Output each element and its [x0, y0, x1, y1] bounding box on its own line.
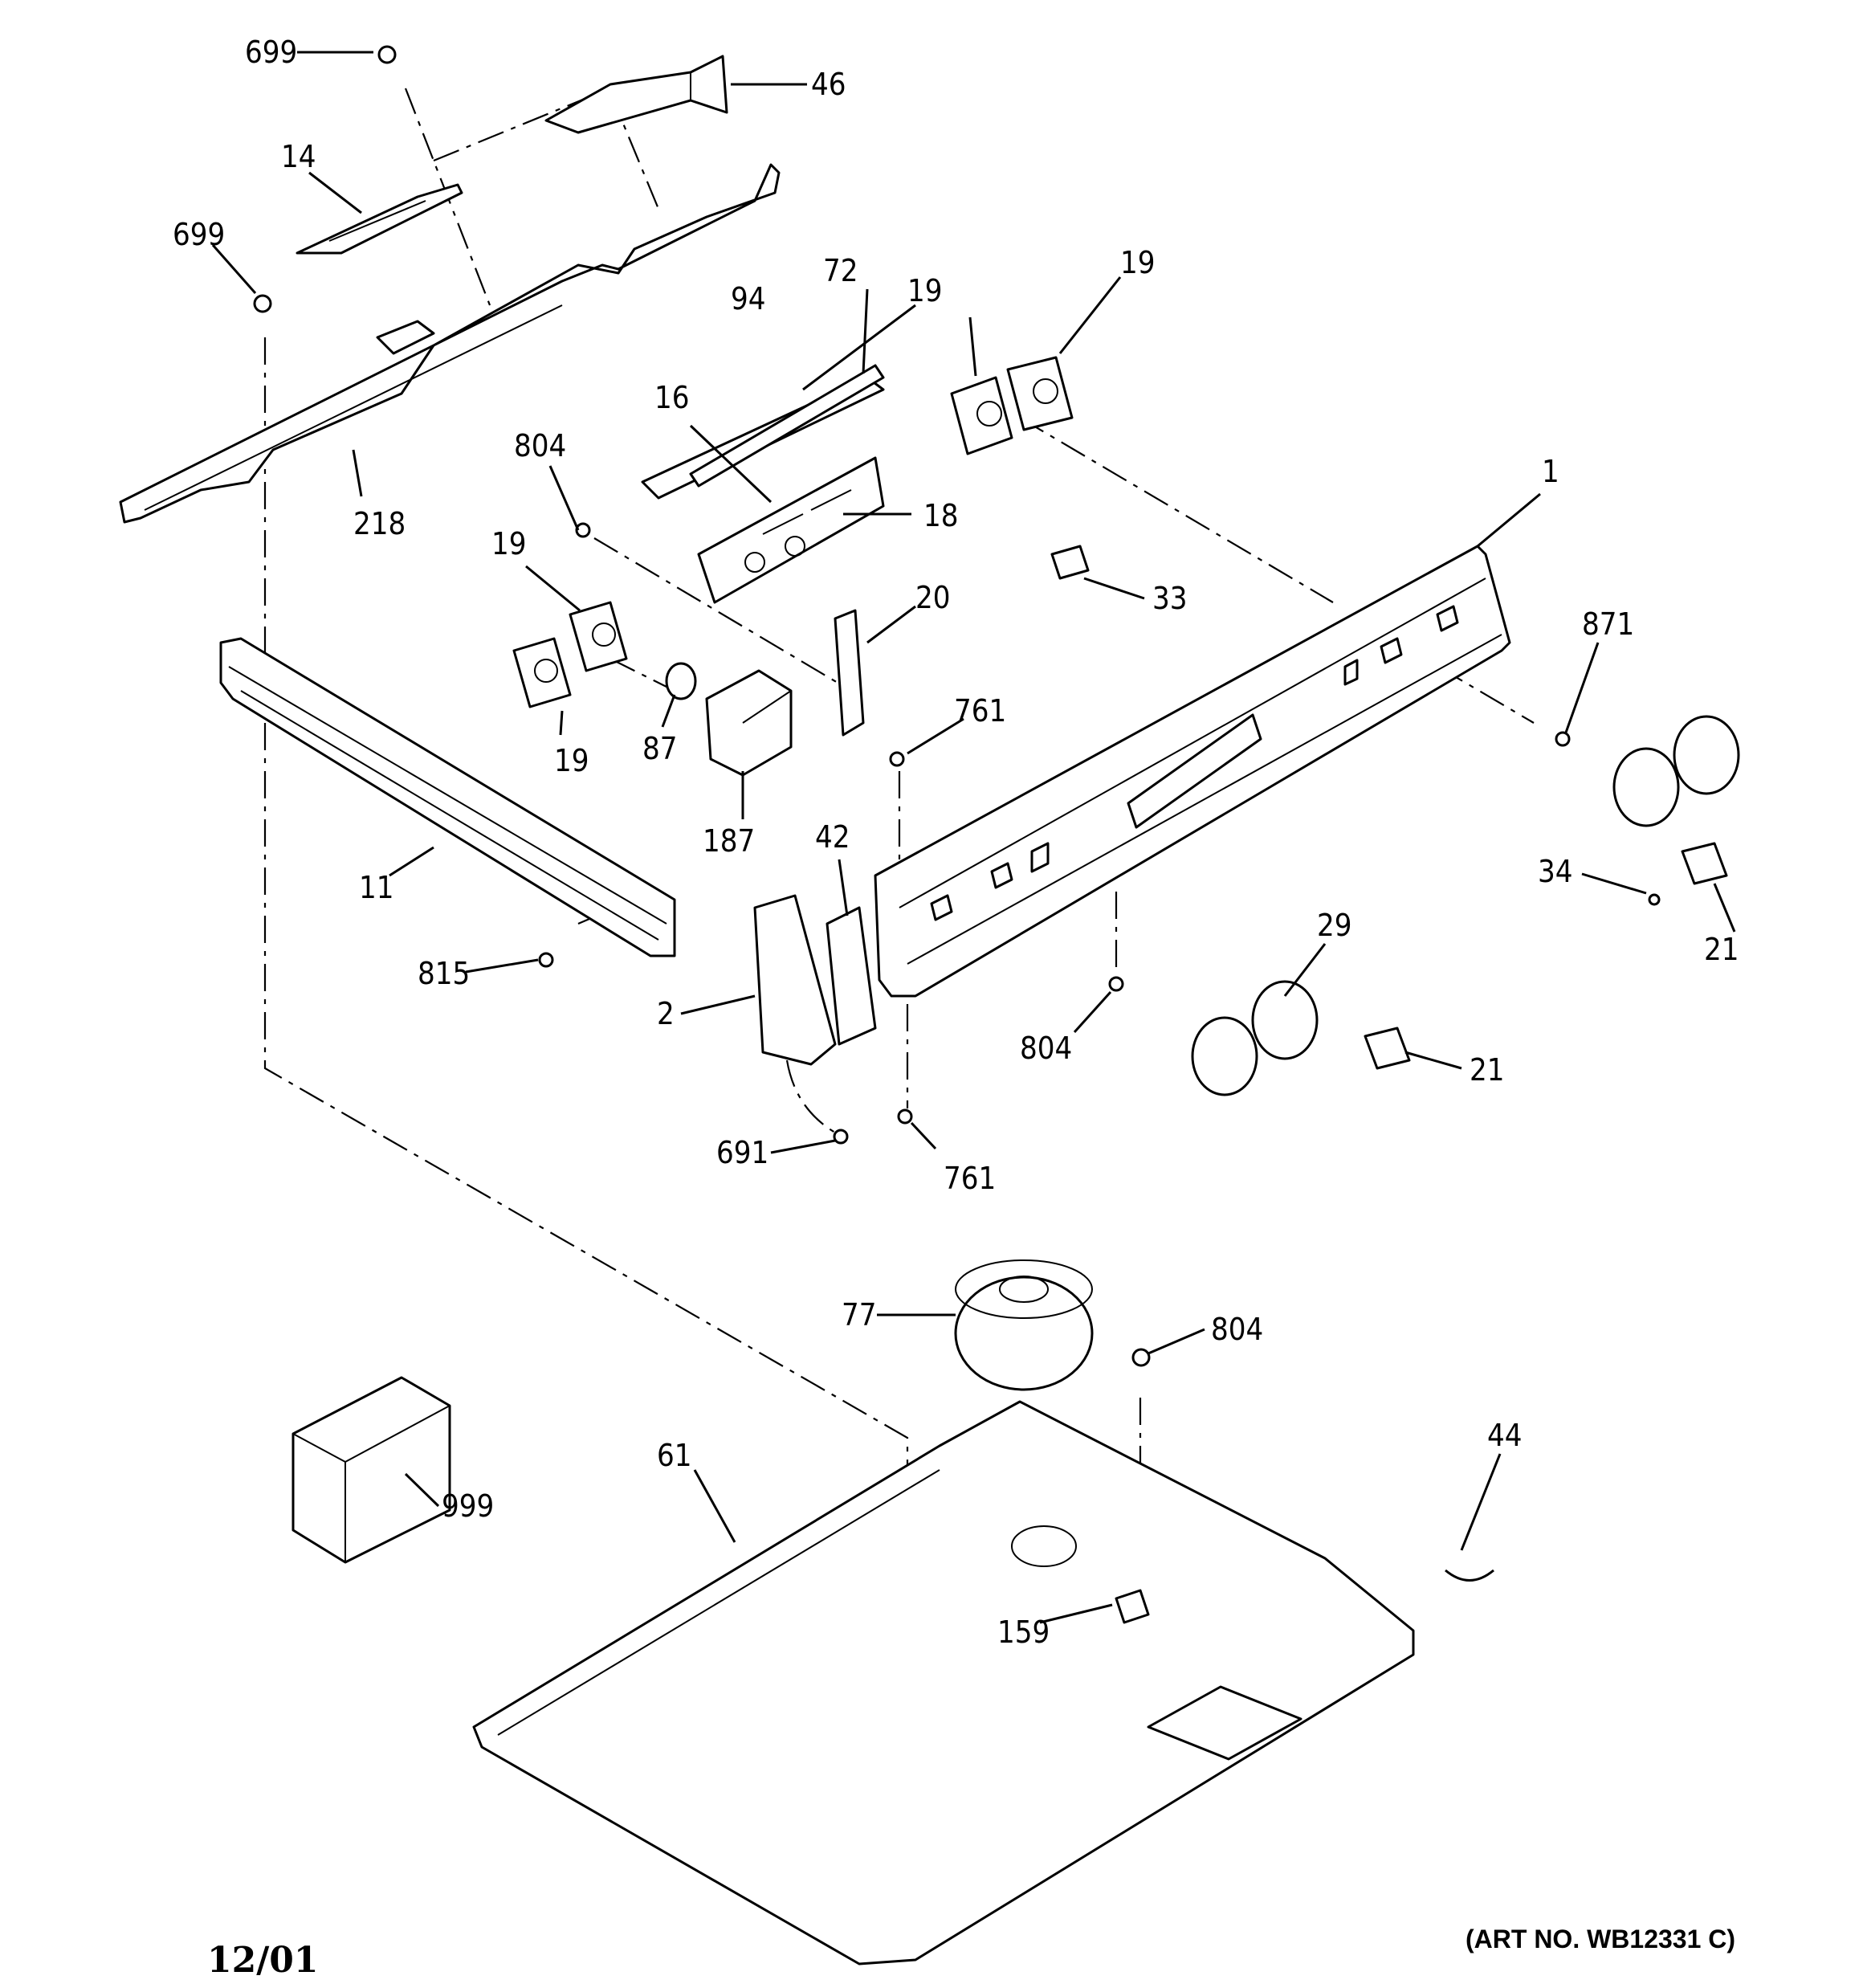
part-46-bracket	[544, 55, 728, 134]
callout-699: 699	[245, 35, 297, 70]
part-77-wire-coil	[954, 1259, 1094, 1391]
part-21-switch-lower	[1364, 1027, 1411, 1070]
callout-94: 94	[731, 281, 766, 316]
callout-804: 804	[1211, 1312, 1263, 1347]
callout-72: 72	[823, 253, 858, 288]
callout-labels: 699 46 14 699 218 94 72 16 804 18 19 19 …	[173, 35, 1739, 1650]
callout-1: 1	[1542, 454, 1559, 489]
part-29-knobs	[1191, 715, 1740, 1096]
callout-29: 29	[1317, 908, 1352, 943]
part-19-switch-right-a	[950, 376, 1013, 455]
part-42-bracket	[826, 906, 877, 1046]
part-20-bracket	[834, 609, 865, 737]
callout-21: 21	[1470, 1052, 1505, 1088]
part-2-bracket	[753, 894, 837, 1066]
part-19-switch-right-b	[1006, 356, 1074, 431]
part-999-carton	[291, 1376, 451, 1564]
part-87-knob-mount	[665, 662, 697, 700]
callout-815: 815	[418, 956, 470, 991]
part-44-clip	[1445, 1569, 1494, 1582]
part-19-switch-left-b	[569, 601, 628, 672]
part-14-plate	[296, 183, 463, 255]
callout-804: 804	[514, 428, 566, 463]
callout-44: 44	[1487, 1418, 1523, 1453]
callout-34: 34	[1538, 854, 1573, 889]
callout-159: 159	[997, 1614, 1050, 1650]
callout-42: 42	[815, 819, 850, 855]
callout-19: 19	[907, 273, 943, 308]
callout-87: 87	[642, 731, 678, 766]
part-33-switch	[1050, 545, 1090, 580]
part-19-switch-left-a	[512, 637, 572, 708]
part-61-bottom-panel	[472, 1400, 1415, 1966]
callout-804: 804	[1020, 1031, 1072, 1066]
part-187-box	[705, 669, 793, 777]
callout-761: 761	[954, 693, 1006, 729]
callout-33: 33	[1152, 581, 1188, 616]
callout-999: 999	[442, 1488, 494, 1524]
callout-19: 19	[554, 743, 589, 778]
callout-77: 77	[842, 1297, 877, 1333]
callout-699: 699	[173, 217, 225, 252]
leader-lines	[211, 51, 1736, 1624]
callout-20: 20	[915, 580, 951, 615]
callout-46: 46	[811, 67, 846, 102]
footer-art-number: (ART NO. WB12331 C)	[1466, 1925, 1735, 1953]
callout-18: 18	[923, 498, 959, 533]
part-11-rail	[219, 637, 676, 957]
screws	[253, 45, 1661, 1367]
part-1-control-panel	[874, 545, 1511, 998]
part-16-clock-board	[697, 456, 885, 604]
callout-761: 761	[944, 1161, 996, 1196]
footer-date: 12/01	[207, 1940, 319, 1981]
callout-218: 218	[353, 506, 406, 541]
callout-19: 19	[1120, 245, 1156, 280]
callout-61: 61	[657, 1438, 692, 1473]
part-72-strip	[689, 364, 885, 488]
part-159-thermostat	[1115, 1589, 1150, 1624]
callout-21: 21	[1704, 932, 1739, 967]
part-218-bracket	[119, 163, 781, 524]
callout-11: 11	[359, 870, 394, 905]
callout-16: 16	[654, 380, 690, 415]
callout-871: 871	[1582, 606, 1634, 642]
callout-19: 19	[491, 526, 527, 561]
callout-187: 187	[703, 823, 755, 859]
part-21-switch-upper	[1681, 842, 1728, 885]
callout-14: 14	[281, 139, 316, 174]
callout-2: 2	[657, 996, 675, 1031]
callout-691: 691	[716, 1135, 768, 1170]
